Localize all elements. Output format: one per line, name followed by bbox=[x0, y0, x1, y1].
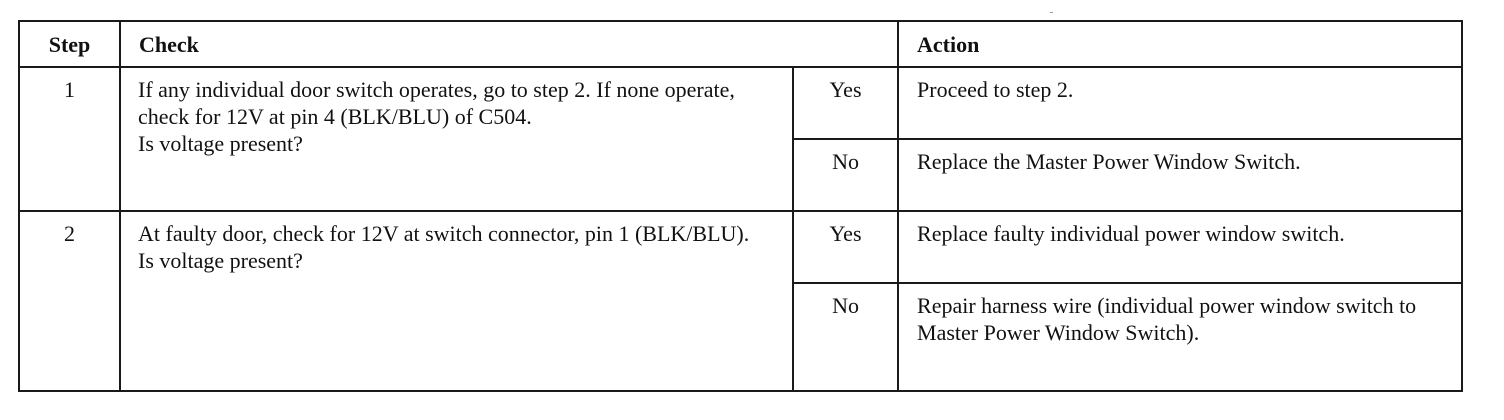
check-text: If any individual door switch operates, … bbox=[138, 77, 735, 129]
action-text: Replace faulty individual power window s… bbox=[897, 210, 1464, 284]
answer-no: No bbox=[791, 282, 900, 392]
answer-yes: Yes bbox=[791, 210, 900, 284]
table-row: No Repair harness wire (individual power… bbox=[19, 282, 1464, 392]
answer-no: No bbox=[791, 138, 900, 212]
action-text: Proceed to step 2. bbox=[897, 66, 1464, 140]
step-check: At faulty door, check for 12V at switch … bbox=[119, 210, 794, 392]
check-question: Is voltage present? bbox=[138, 248, 303, 273]
table-row: No Replace the Master Power Window Switc… bbox=[19, 138, 1464, 212]
check-question: Is voltage present? bbox=[138, 131, 303, 156]
scan-speck bbox=[1050, 12, 1053, 13]
action-text: Replace the Master Power Window Switch. bbox=[897, 138, 1464, 212]
step-check: If any individual door switch operates, … bbox=[119, 66, 794, 212]
header-check: Check bbox=[118, 20, 900, 68]
step-number: 1 bbox=[18, 66, 121, 212]
action-text: Repair harness wire (individual power wi… bbox=[897, 282, 1464, 392]
diagnostic-table: Step Check Action 1 If any individual do… bbox=[18, 20, 1464, 392]
table-row: 1 If any individual door switch operates… bbox=[18, 66, 1464, 212]
step-number: 2 bbox=[18, 210, 121, 392]
header-step: Step bbox=[18, 20, 121, 68]
header-action: Action bbox=[897, 20, 1464, 68]
header-row: Step Check Action bbox=[18, 20, 1464, 68]
answer-yes: Yes bbox=[791, 66, 900, 140]
check-text: At faulty door, check for 12V at switch … bbox=[138, 221, 750, 246]
table-row: 2 At faulty door, check for 12V at switc… bbox=[18, 210, 1464, 392]
